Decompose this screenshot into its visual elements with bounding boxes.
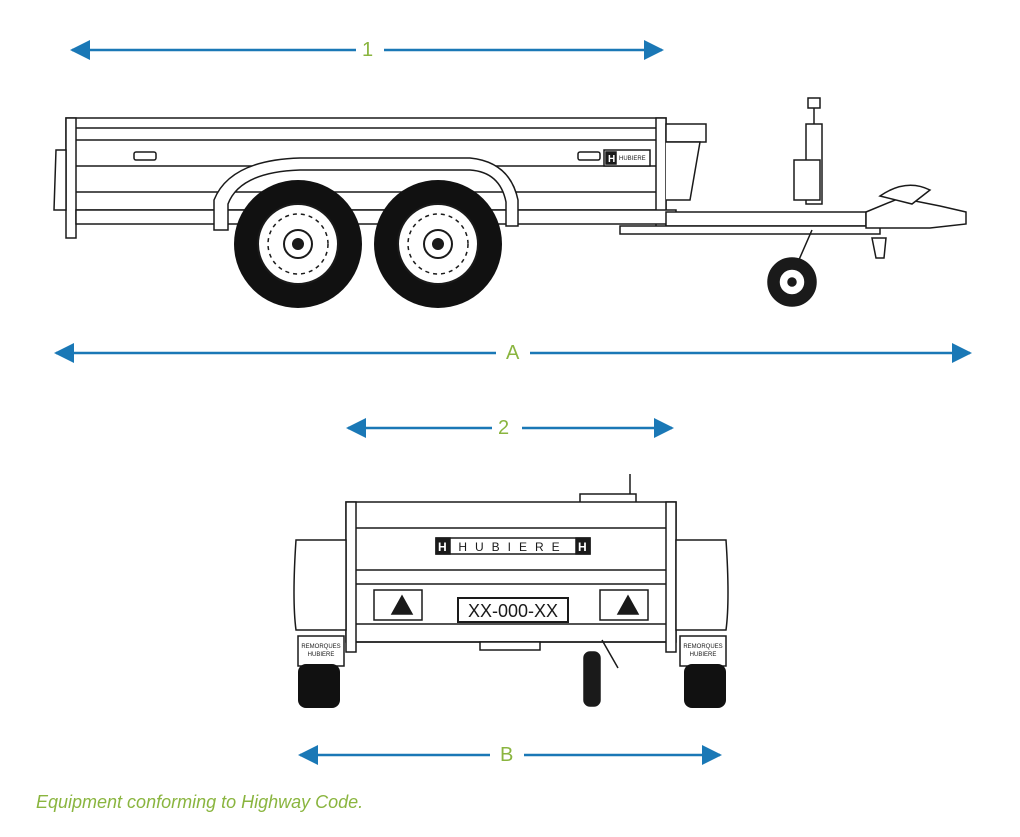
side-brand-plate-text: HUBIERE (619, 156, 646, 162)
rear-brand-logo-right: H (578, 540, 587, 554)
dimension-label-2: 2 (492, 417, 516, 439)
rear-tyre-left (298, 664, 340, 708)
dimension-label-a: A (500, 342, 526, 364)
dimension-label-b: B (494, 744, 520, 766)
mudflap-right-line2: HUBIERE (690, 652, 717, 658)
rear-brand-bar-text: HUBIERE (458, 540, 567, 554)
mudflap-left-line1: REMORQUES (301, 644, 340, 650)
mudflap-right-line1: REMORQUES (683, 644, 722, 650)
trailer-rear-view (293, 474, 729, 707)
side-wheel-rear (234, 180, 362, 308)
rear-brand-logo-left: H (438, 540, 447, 554)
side-brand-plate-letter: H (608, 154, 615, 165)
dimension-label-1: 1 (356, 39, 380, 61)
rear-tyre-right (684, 664, 726, 708)
trailer-side-view: H HUBIERE (53, 97, 967, 307)
license-plate (457, 597, 569, 623)
caption: Equipment conforming to Highway Code. (36, 792, 364, 812)
side-wheel-front (374, 180, 502, 308)
license-plate-text: XX-000-XX (468, 601, 558, 621)
mudflap-left-line2: HUBIERE (308, 652, 335, 658)
